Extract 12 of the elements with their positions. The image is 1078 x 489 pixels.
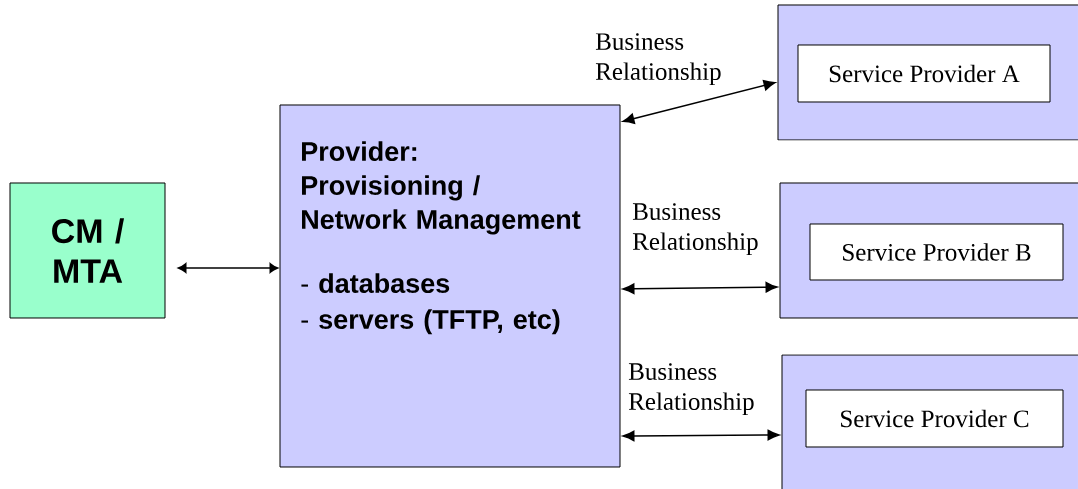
device-box: CM / MTA: [9, 182, 166, 319]
provider-box: Provider: Provisioning / Network Management - databases - servers (TFTP, etc): [279, 104, 621, 468]
edge-label: Business Relationship: [628, 363, 754, 416]
edge-label: Business Relationship: [595, 33, 721, 86]
double-arrow: [622, 281, 778, 295]
double-arrow: [177, 262, 279, 273]
label-box: Service Provider C: [805, 389, 1064, 448]
edge-label: Business Relationship: [632, 203, 758, 256]
label-box: Service Provider B: [809, 223, 1064, 281]
double-arrow: [622, 80, 776, 124]
label-box: Service Provider A: [797, 44, 1051, 103]
double-arrow: [622, 429, 780, 442]
